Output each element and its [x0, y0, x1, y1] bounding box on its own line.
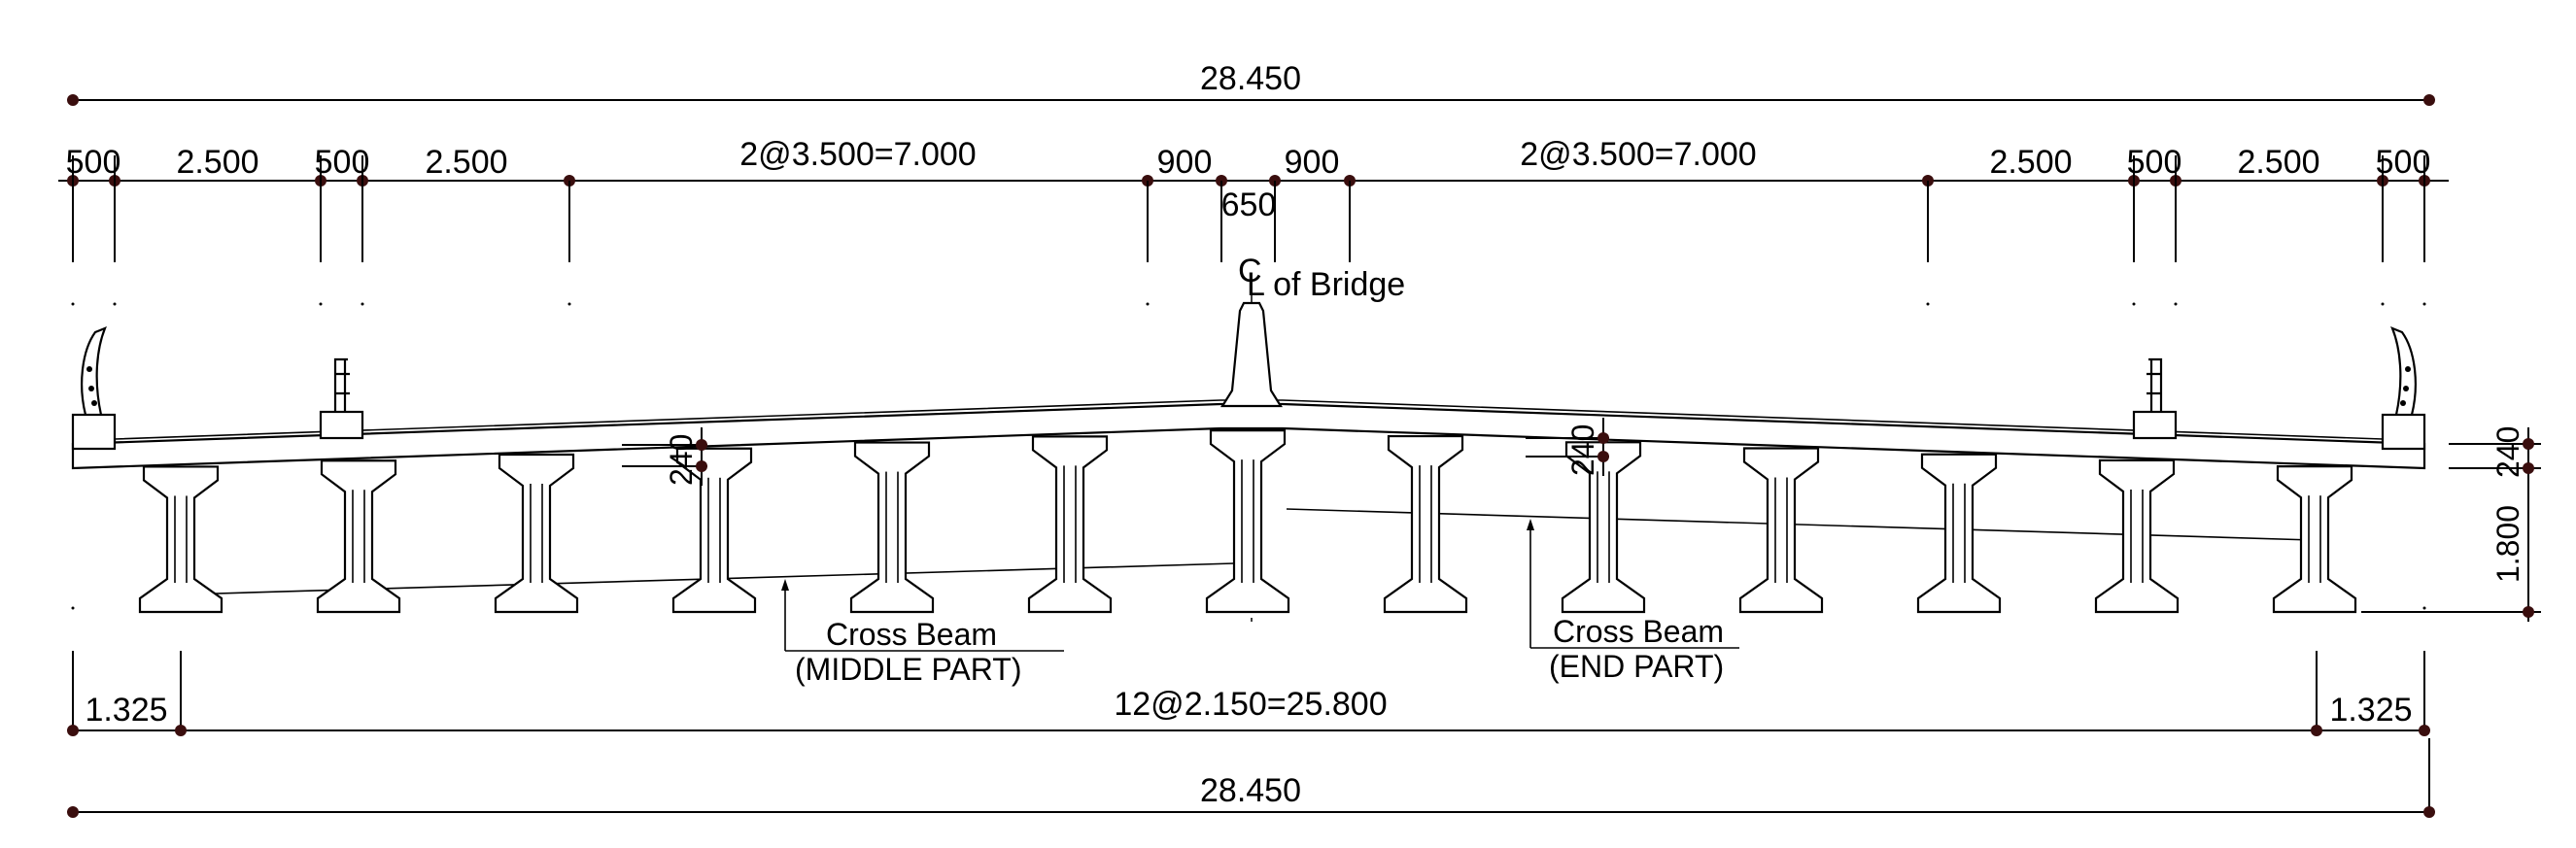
dim-shoulder-right: 900 [1285, 144, 1340, 181]
overall-top-dim-text: 28.450 [1200, 60, 1301, 97]
left-inner-barrier [319, 357, 364, 440]
median-barrier [1220, 301, 1283, 408]
dim-walkway-left: 2.500 [176, 144, 258, 181]
i-girder [1205, 429, 1290, 614]
construction-dots [71, 302, 2426, 610]
dim-barrier-right-outer: 500 [2376, 144, 2431, 181]
right-edge-parapet [2381, 326, 2426, 451]
cross-beam-end-callout: Cross Beam (END PART) [1527, 519, 1739, 684]
girder-depth-text: 1.800 [2490, 505, 2525, 583]
dim-walkway-left-2: 2.500 [425, 144, 507, 181]
segment-extension-lines [72, 155, 2425, 262]
slab-thickness-side-text: 240 [2490, 426, 2525, 478]
centerline-symbol: C [1238, 253, 1262, 289]
dim-median: 650 [1221, 187, 1277, 223]
i-girder [1027, 435, 1113, 614]
overall-bottom-dimension: 28.450 [67, 738, 2435, 818]
right-inner-barrier [2132, 357, 2178, 440]
cross-beam-end-sub: (END PART) [1549, 649, 1724, 684]
overall-bottom-dim-text: 28.450 [1200, 772, 1301, 809]
i-girder [849, 441, 935, 614]
cross-beam-middle-callout: Cross Beam (MIDDLE PART) [781, 579, 1064, 687]
dim-barrier-right-inner: 500 [2127, 144, 2182, 181]
i-girder [1738, 447, 1824, 614]
slab-thickness-right: 240 [1526, 418, 1609, 476]
dim-barrier-left-outer: 500 [66, 144, 121, 181]
dim-walkway-right: 2.500 [1989, 144, 2072, 181]
dim-lanes-left: 2@3.500=7.000 [739, 136, 976, 173]
i-girder [2272, 465, 2357, 614]
i-girder [1383, 434, 1468, 614]
cross-beam-middle-title: Cross Beam [826, 617, 997, 652]
i-girder [1561, 441, 1646, 614]
i-girder [494, 453, 579, 614]
dim-lanes-right: 2@3.500=7.000 [1520, 136, 1756, 173]
slab-thickness-right-text: 240 [1565, 424, 1600, 476]
centerline-label: L of Bridge [1247, 266, 1405, 303]
girder-spacing-dimension: 1.325 12@2.150=25.800 1.325 [67, 651, 2430, 736]
dim-shoulder-left: 900 [1157, 144, 1213, 181]
slab-thickness-left-text: 240 [664, 434, 699, 486]
cross-beam-end-title: Cross Beam [1553, 614, 1724, 649]
i-girder [2094, 458, 2180, 614]
segment-dimension-row: 500 2.500 500 2.500 2@3.500=7.000 900 65… [58, 136, 2449, 262]
edge-left-dim-text: 1.325 [85, 692, 167, 729]
cross-beam-middle-sub: (MIDDLE PART) [795, 652, 1022, 687]
right-side-dimensions: 240 1.800 [2361, 426, 2541, 622]
overall-top-dimension: 28.450 [67, 60, 2435, 106]
left-edge-parapet [71, 326, 117, 451]
slab-thickness-left: 240 [622, 427, 707, 486]
girder-spacing-dim-text: 12@2.150=25.800 [1114, 686, 1387, 723]
i-girder [1916, 453, 2002, 614]
girders [138, 429, 2357, 614]
edge-right-dim-text: 1.325 [2329, 692, 2412, 729]
dim-walkway-right-2: 2.500 [2237, 144, 2319, 181]
dim-barrier-left-inner: 500 [315, 144, 370, 181]
i-girder [138, 465, 223, 614]
i-girder [316, 459, 401, 614]
